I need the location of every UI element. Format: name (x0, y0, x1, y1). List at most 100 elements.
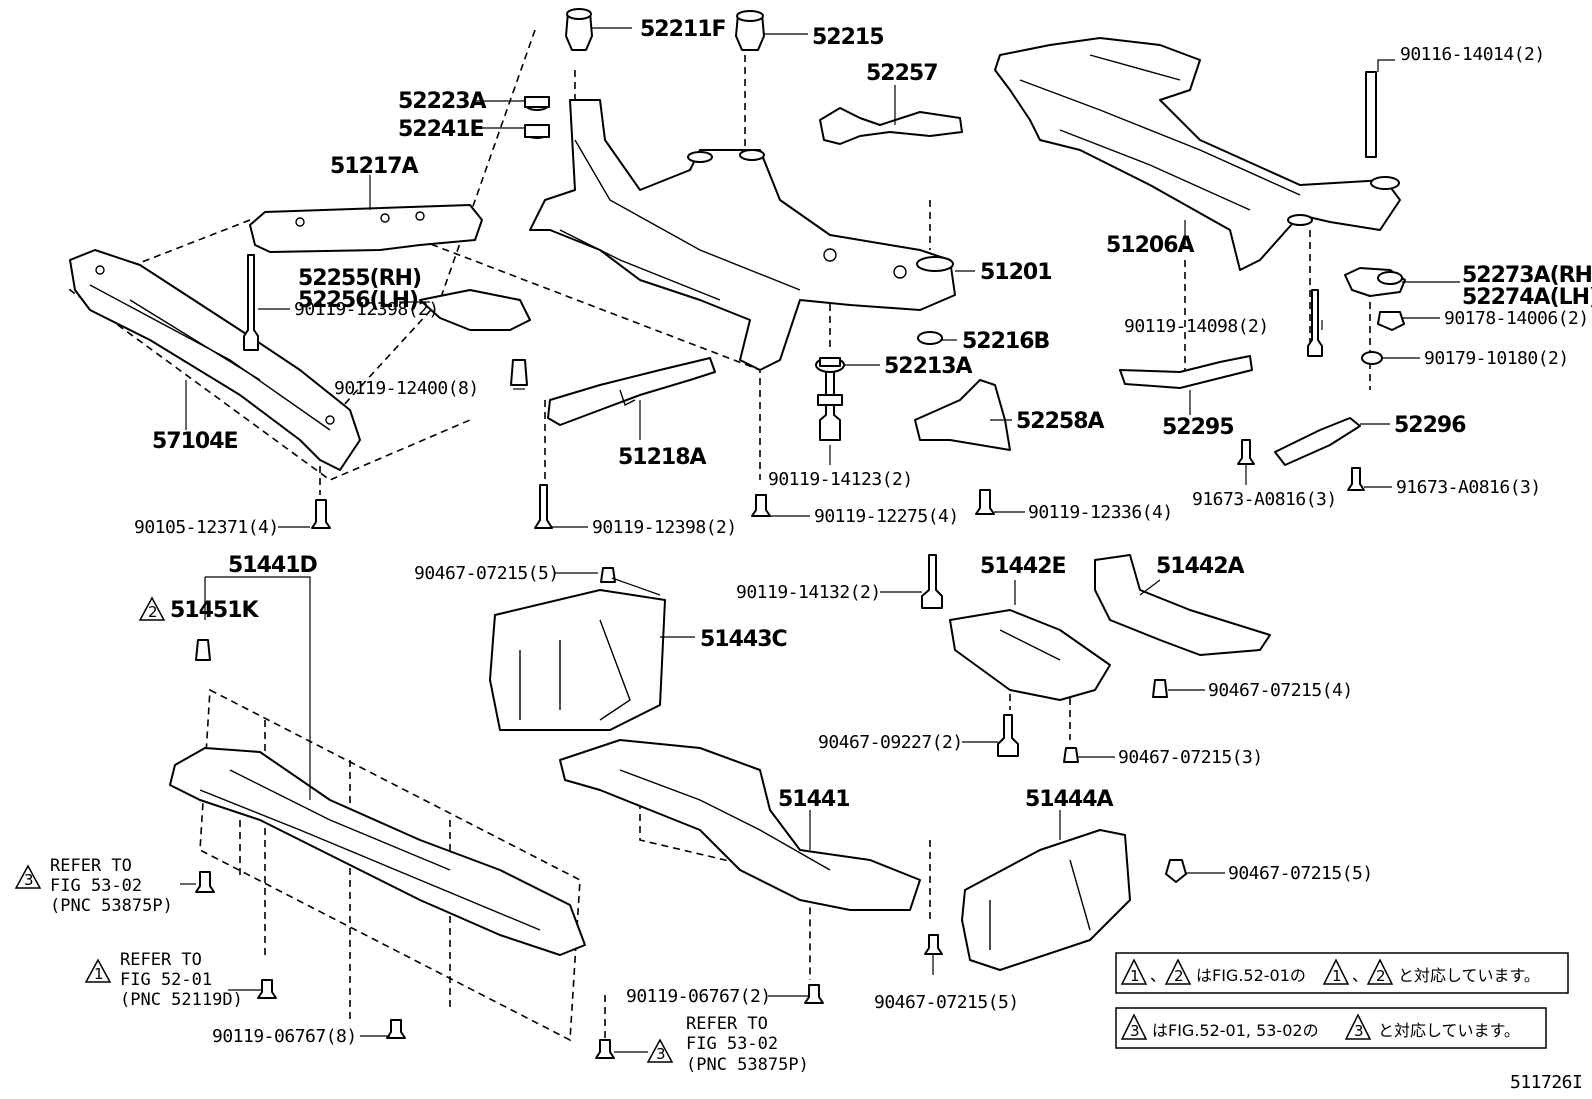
label-52255: 52255(RH) (298, 266, 421, 291)
plate-52255-shape (419, 289, 531, 331)
mount-52273a-shape (1344, 267, 1406, 297)
label-52257: 52257 (866, 61, 938, 86)
label-90467-07215-4: 90467-07215(4) (1208, 680, 1353, 701)
frame-57104e-shape (69, 249, 361, 471)
label-52295: 52295 (1162, 415, 1234, 440)
label-52211F: 52211F (640, 17, 726, 42)
svg-text:2: 2 (1174, 967, 1184, 985)
cover-51442a-shape (1094, 554, 1271, 656)
label-51206A: 51206A (1106, 233, 1195, 258)
bolt-shapes (195, 254, 1365, 1059)
bracket-51218a-shape (547, 357, 716, 426)
refer-note-52-01: 1 REFER TO FIG 52-01 (PNC 52119D) (84, 950, 243, 1010)
retainer-52213a-shape (815, 357, 845, 373)
label-90178-14006: 90178-14006(2) (1444, 308, 1589, 329)
svg-text:3: 3 (24, 871, 34, 889)
svg-text:REFER TO: REFER TO (686, 1014, 768, 1034)
label-51441D: 51441D (228, 553, 318, 578)
label-52241E: 52241E (398, 117, 484, 142)
label-90119-12400: 90119-12400(8) (334, 378, 479, 399)
label-57104E: 57104E (152, 429, 238, 454)
refer-note-53-02-right: 3 REFER TO FIG 53-02 (PNC 53875P) (646, 1014, 809, 1075)
label-51444A: 51444A (1025, 787, 1114, 812)
label-52273A: 52273A(RH) (1462, 263, 1592, 288)
label-90467-07215-3: 90467-07215(3) (1118, 747, 1263, 768)
triangle-marker-2: 2 (138, 596, 166, 621)
cover-51442e-shape (949, 609, 1111, 701)
label-90116-14014: 90116-14014(2) (1400, 44, 1545, 65)
cover-51443c-shape (489, 589, 666, 731)
svg-text:はFIG.52-01, 53-02の: はFIG.52-01, 53-02の (1152, 1021, 1319, 1040)
label-52256: 52256(LH) (298, 288, 418, 313)
label-52215: 52215 (812, 25, 884, 50)
svg-text:FIG 53-02: FIG 53-02 (686, 1034, 778, 1054)
brace-52295-shape (1119, 355, 1253, 389)
svg-text:1: 1 (1332, 967, 1342, 985)
svg-text:3: 3 (1354, 1022, 1364, 1040)
cover-51444a-shape (961, 829, 1131, 971)
stud-90116-shape (1365, 71, 1377, 158)
svg-text:FIG 52-01: FIG 52-01 (120, 970, 212, 990)
label-90119-12275: 90119-12275(4) (814, 506, 959, 527)
label-51201: 51201 (980, 260, 1052, 285)
washer-90179-shape (1361, 351, 1383, 365)
label-90467-07215-5b: 90467-07215(5) (1228, 863, 1373, 884)
label-90119-06767-8: 90119-06767(8) (212, 1026, 357, 1047)
label-51217A: 51217A (330, 154, 419, 179)
svg-text:REFER TO: REFER TO (120, 950, 202, 970)
subframe-51206a-shape (994, 37, 1401, 271)
brace-52257-shape (819, 107, 963, 145)
label-52258A: 52258A (1016, 409, 1105, 434)
brace-52258a-shape (914, 379, 1011, 451)
label-90119-14098: 90119-14098(2) (1124, 316, 1269, 337)
bushing-52211f-shape (565, 8, 593, 51)
svg-text:と対応しています。: と対応しています。 (1378, 1021, 1520, 1040)
label-90179-10180: 90179-10180(2) (1424, 348, 1569, 369)
label-51443C: 51443C (700, 627, 787, 652)
svg-text:1: 1 (1130, 967, 1140, 985)
note-box-2: 3 はFIG.52-01, 53-02の 3 と対応しています。 (1115, 1007, 1547, 1049)
label-90119-12398-a: 90119-12398(2) (294, 299, 439, 320)
note-box-1: 1 、 2 はFIG.52-01の 1 、 2 と対応しています。 (1115, 952, 1569, 994)
svg-text:はFIG.52-01の: はFIG.52-01の (1196, 966, 1306, 985)
crossmember-51201-shape (529, 99, 956, 371)
label-52216B: 52216B (962, 329, 1050, 354)
label-91673-b: 91673-A0816(3) (1396, 477, 1541, 498)
frame-51217a-shape (249, 204, 483, 253)
cover-51441d-shape (169, 747, 586, 956)
nut-90178-shape (1377, 311, 1405, 331)
svg-text:2: 2 (1376, 967, 1386, 985)
label-90119-06767-2: 90119-06767(2) (626, 986, 771, 1007)
label-51218A: 51218A (618, 445, 707, 470)
svg-text:3: 3 (656, 1045, 666, 1063)
label-52296: 52296 (1394, 413, 1466, 438)
label-51442A: 51442A (1156, 554, 1245, 579)
label-90105-12371: 90105-12371(4) (134, 517, 279, 538)
stopper-52241e-shape (524, 124, 550, 139)
svg-text:、: 、 (1352, 966, 1368, 985)
label-90467-09227: 90467-09227(2) (818, 732, 963, 753)
label-90119-14123: 90119-14123(2) (768, 469, 913, 490)
svg-text:1: 1 (94, 965, 104, 983)
label-90119-12336: 90119-12336(4) (1028, 502, 1173, 523)
label-52223A: 52223A (398, 89, 487, 114)
label-91673-a: 91673-A0816(3) (1192, 489, 1337, 510)
label-90467-07215-5a: 90467-07215(5) (414, 563, 559, 584)
svg-text:2: 2 (148, 603, 158, 621)
svg-text:と対応しています。: と対応しています。 (1398, 966, 1540, 985)
retainer-52216b-shape (917, 331, 943, 345)
svg-text:(PNC 53875P): (PNC 53875P) (686, 1055, 809, 1075)
label-51441: 51441 (778, 787, 850, 812)
label-90119-12398-b: 90119-12398(2) (592, 517, 737, 538)
svg-text:、: 、 (1150, 966, 1166, 985)
label-90467-07215-5c: 90467-07215(5) (874, 992, 1019, 1013)
label-52274A: 52274A(LH) (1462, 285, 1592, 310)
svg-text:(PNC 52119D): (PNC 52119D) (120, 990, 243, 1010)
svg-text:(PNC 53875P): (PNC 53875P) (50, 896, 173, 916)
svg-text:3: 3 (1130, 1022, 1140, 1040)
bushing-52215-shape (735, 10, 765, 51)
svg-text:FIG 53-02: FIG 53-02 (50, 876, 142, 896)
stopper-52223a-shape (524, 96, 550, 111)
brace-52296-shape (1274, 417, 1361, 466)
